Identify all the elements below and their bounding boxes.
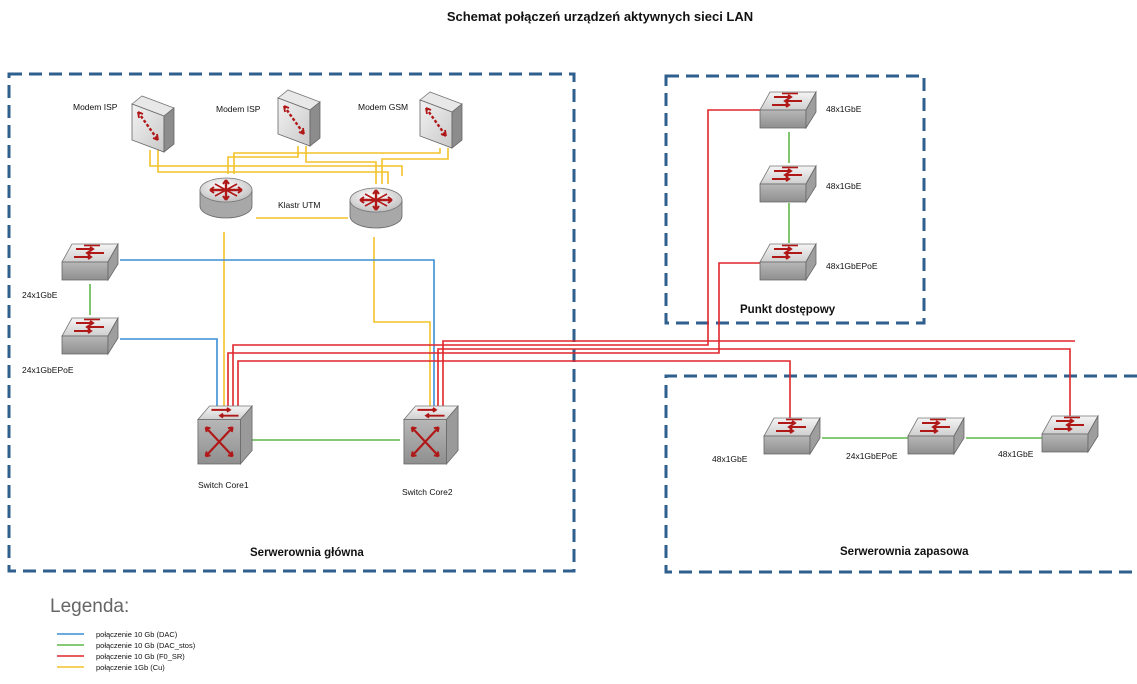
link-fiber — [237, 360, 791, 420]
router-icon — [348, 186, 404, 230]
legend-item-label: połączenie 1Gb (Cu) — [96, 663, 165, 672]
bk-sw1-label: 48x1GbE — [712, 454, 748, 464]
switch-icon — [763, 417, 821, 455]
copper-links — [149, 146, 449, 406]
dac-links — [120, 259, 435, 406]
link-copper — [381, 148, 449, 184]
legend-item-label: połączenie 10 Gb (DAC) — [96, 630, 178, 639]
zone-backup-label: Serwerownia zapasowa — [840, 546, 969, 558]
bk-sw2-label: 24x1GbEPoE — [846, 451, 898, 461]
switch-icon — [759, 165, 817, 203]
dac-stack-links — [89, 132, 1042, 441]
modem-isp-1-label: Modem ISP — [73, 102, 118, 112]
switch-icon — [759, 91, 817, 129]
core1-label: Switch Core1 — [198, 480, 249, 490]
zone-frame-main — [7, 72, 576, 573]
sw-24poe-main-label: 24x1GbEPoE — [22, 365, 74, 375]
utm-cluster-label: Klastr UTM — [278, 200, 321, 210]
core-switch-icon — [196, 404, 254, 466]
zone-frame-backup — [664, 374, 1137, 574]
core2-label: Switch Core2 — [402, 487, 453, 497]
diagram-title: Schemat połączeń urządzeń aktywnych siec… — [447, 9, 753, 24]
sw-24-main-label: 24x1GbE — [22, 290, 58, 300]
link-copper — [227, 146, 299, 174]
core-switch-icon — [402, 404, 460, 466]
link-copper — [373, 237, 431, 406]
ap-sw1-label: 48x1GbE — [826, 104, 862, 114]
switch-icon — [61, 317, 119, 355]
legend-item-label: połączenie 10 Gb (F0_SR) — [96, 652, 185, 661]
zone-frame-access — [664, 74, 926, 325]
modem-icon — [276, 88, 322, 148]
switch-icon — [759, 243, 817, 281]
router-icon — [198, 176, 254, 220]
ap-sw2-label: 48x1GbE — [826, 181, 862, 191]
modem-isp-2-label: Modem ISP — [216, 104, 261, 114]
zone-access-label: Punkt dostępowy — [740, 304, 836, 316]
fiber-links — [227, 109, 1075, 420]
modem-icon — [418, 90, 464, 150]
modem-gsm-label: Modem GSM — [358, 102, 408, 112]
link-fiber — [437, 348, 1071, 418]
link-dac — [120, 338, 218, 406]
link-fiber — [442, 340, 1075, 406]
ap-sw3-label: 48x1GbEPoE — [826, 261, 878, 271]
modem-icon — [130, 94, 176, 154]
link-copper — [305, 146, 377, 184]
link-copper — [157, 150, 389, 184]
legend: Legenda: połączenie 10 Gb (DAC) połączen… — [50, 596, 196, 672]
switch-icon — [1041, 415, 1099, 453]
bk-sw3-label: 48x1GbE — [998, 449, 1034, 459]
link-copper — [233, 148, 441, 174]
link-copper — [149, 150, 403, 176]
link-dac — [120, 259, 435, 406]
link-fiber — [232, 109, 760, 406]
link-fiber — [227, 262, 760, 406]
switch-icon — [907, 417, 965, 455]
switch-icon — [61, 243, 119, 281]
zone-main-label: Serwerownia główna — [250, 547, 364, 559]
legend-item-label: połączenie 10 Gb (DAC_stos) — [96, 641, 196, 650]
legend-heading: Legenda: — [50, 596, 129, 617]
